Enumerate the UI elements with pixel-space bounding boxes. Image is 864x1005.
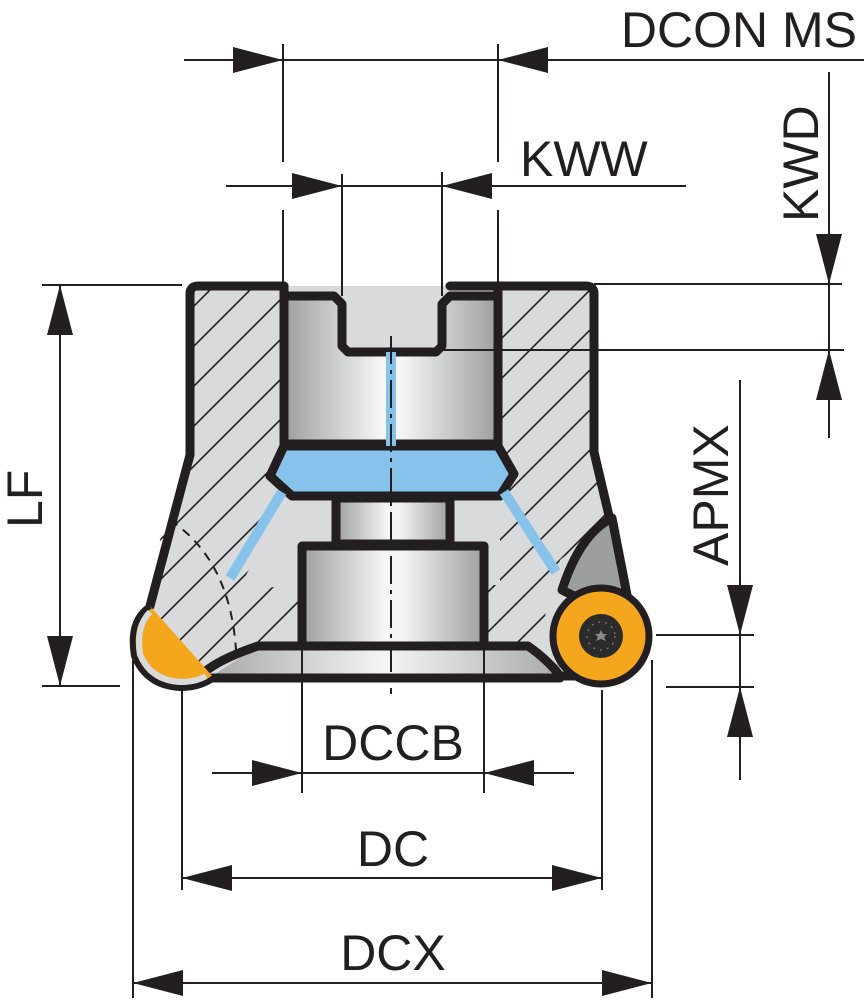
label-kww: KWW: [520, 131, 649, 187]
body-outline-top-right: [445, 281, 615, 525]
bore-neck: [331, 493, 455, 549]
label-lf: LF: [0, 470, 53, 528]
labels: DCON MS KWW KWD LF APMX DCCB DC DCX: [0, 2, 857, 981]
dim-dcx: [132, 660, 653, 998]
dimensions: [42, 44, 864, 998]
counterbore: [297, 541, 489, 651]
label-kwd: KWD: [773, 105, 829, 222]
label-dcx: DCX: [340, 925, 446, 981]
label-dccb: DCCB: [322, 715, 464, 771]
dim-apmx: [656, 380, 754, 780]
insert-right: [549, 584, 653, 688]
dim-kww: [226, 172, 686, 296]
coolant-channel-right: [499, 489, 561, 575]
base-relief: [212, 646, 560, 676]
label-dc: DC: [357, 821, 429, 877]
label-dcon-ms: DCON MS: [621, 2, 857, 58]
insert-pocket-right: [557, 513, 633, 609]
insert-left: [129, 603, 216, 692]
insert-left-inner: [136, 609, 208, 686]
dim-dccb: [212, 646, 574, 793]
body-outline-bottom: [195, 641, 605, 681]
dim-kwd: [444, 72, 844, 438]
coolant-channel-left: [225, 489, 287, 581]
insert-pocket-hidden-line: [169, 519, 237, 651]
dim-dc: [181, 690, 603, 891]
label-apmx: APMX: [683, 424, 739, 566]
dim-dcon-ms: [184, 44, 864, 290]
dim-lf: [42, 284, 182, 687]
body-outline: [145, 281, 289, 611]
